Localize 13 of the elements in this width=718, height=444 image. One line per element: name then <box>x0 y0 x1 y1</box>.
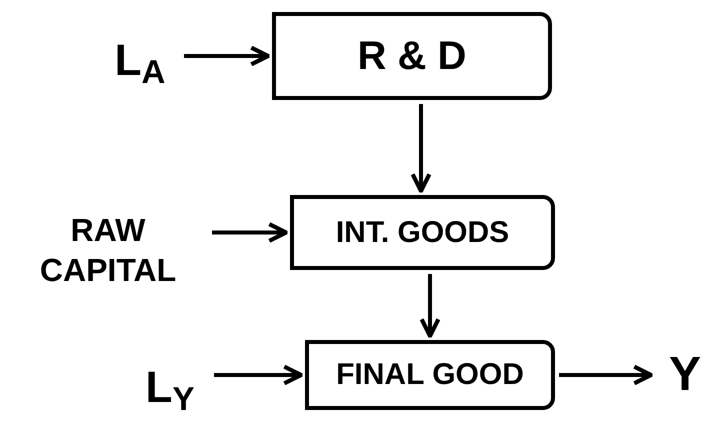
arrow <box>559 364 654 386</box>
arrow <box>212 222 288 243</box>
arrow <box>214 364 304 386</box>
arrow <box>410 104 432 194</box>
input-label: Y <box>655 345 715 405</box>
input-label: RAW CAPITAL <box>8 205 208 295</box>
process-box: FINAL GOOD <box>305 340 555 410</box>
process-box: R & D <box>272 12 552 100</box>
arrow <box>420 274 440 338</box>
input-label: L$_{Y}$ <box>130 345 210 430</box>
input-label: L$_{A}$ <box>100 20 180 100</box>
arrow <box>184 46 270 66</box>
process-box: INT. GOODS <box>290 195 555 270</box>
